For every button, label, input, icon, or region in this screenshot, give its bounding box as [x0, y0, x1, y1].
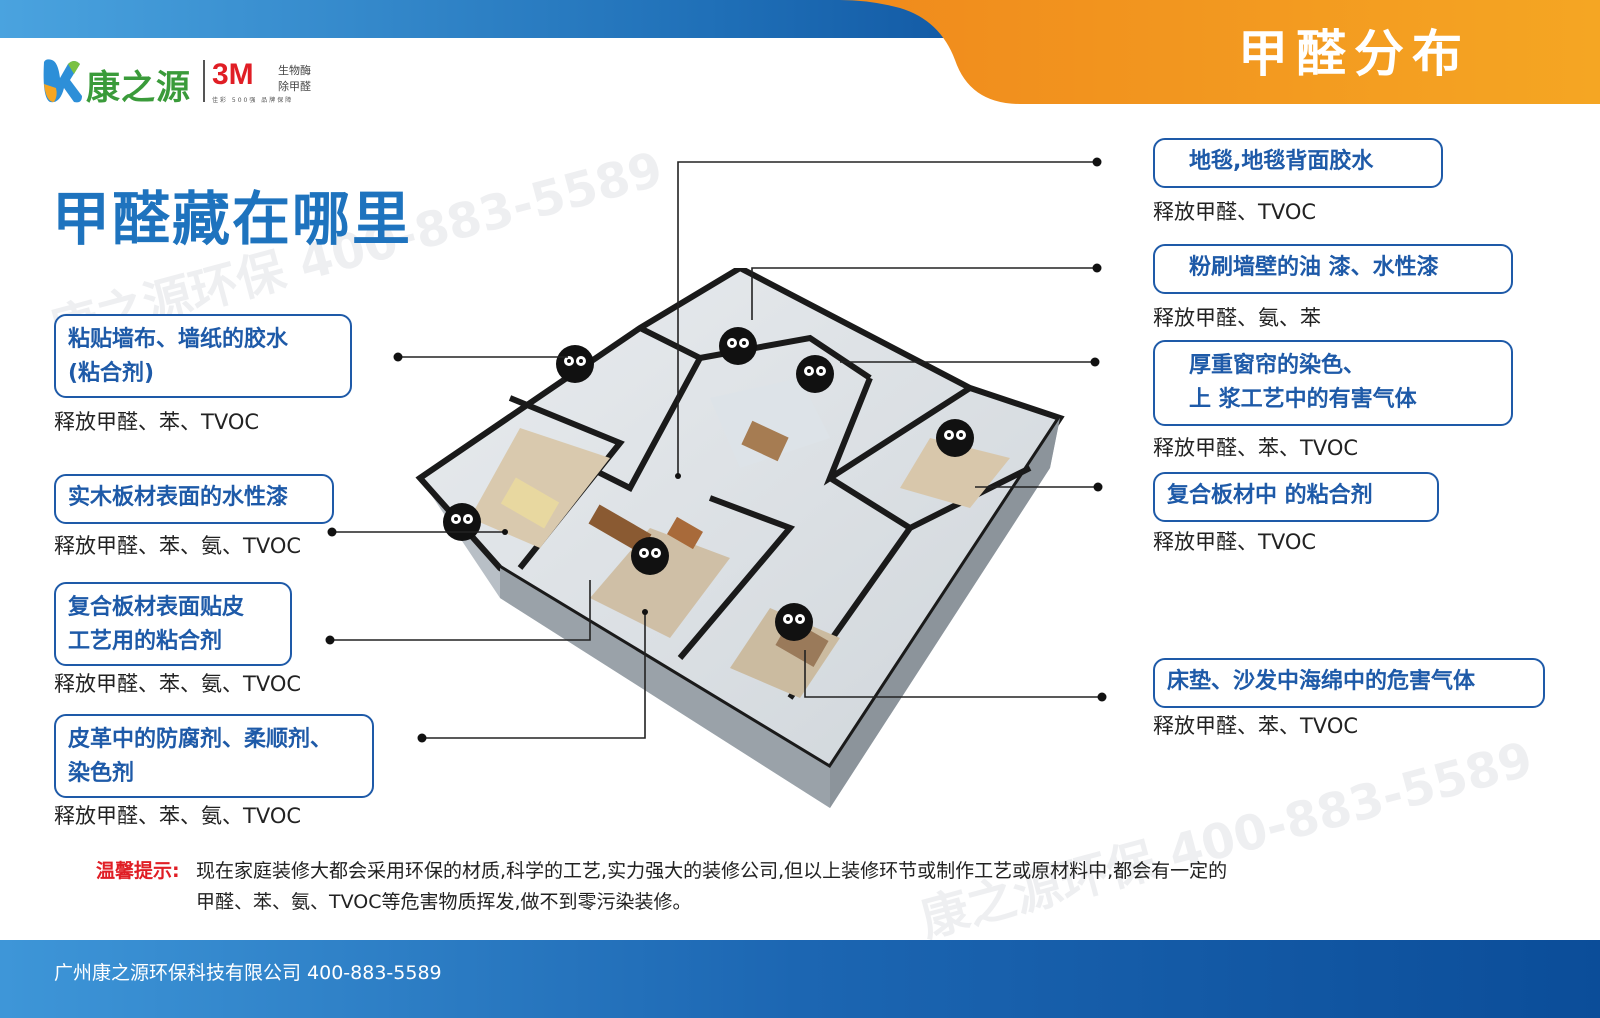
source-label: 粘贴墙布、墙纸的胶水: [68, 327, 289, 352]
source-box-wall-paint: 粉刷墙壁的油 漆、水性漆: [1153, 244, 1513, 294]
release-text: 释放甲醛、苯、氨、TVOC: [54, 672, 302, 696]
source-label: 实木板材表面的水性漆: [68, 485, 289, 510]
source-label: 皮革中的防腐剂、柔顺剂、: [68, 727, 333, 752]
release-text: 释放甲醛、苯、TVOC: [1153, 714, 1359, 738]
source-label: 上 浆工艺中的有害气体: [1189, 387, 1417, 412]
main-heading: 甲醛藏在哪里: [52, 185, 413, 253]
logo-divider: [203, 60, 205, 102]
logo-slogan: 佳彩 500强 品牌保障: [212, 97, 294, 104]
header-orange-panel: [840, 0, 1600, 104]
kangzhiyuan-logo-icon: [43, 59, 82, 103]
page-title: 甲醛分布: [1238, 25, 1470, 83]
tip-text-line-2: 甲醛、苯、氨、TVOC等危害物质挥发,做不到零污染装修。: [196, 891, 692, 913]
source-label: 复合板材表面贴皮: [68, 595, 245, 620]
release-text: 释放甲醛、TVOC: [1153, 200, 1317, 224]
source-label: 工艺用的粘合剂: [68, 629, 223, 654]
release-text: 释放甲醛、苯、氨、TVOC: [54, 534, 302, 558]
source-label: 地毯,地毯背面胶水: [1189, 149, 1374, 174]
source-label: (粘合剂): [68, 361, 155, 386]
source-label: 厚重窗帘的染色、: [1189, 353, 1366, 378]
release-text: 释放甲醛、苯、TVOC: [1153, 436, 1359, 460]
house-floorplan-illustration: [415, 268, 1065, 808]
source-label: 复合板材中 的粘合剂: [1167, 483, 1373, 508]
source-box-wood-paint: 实木板材表面的水性漆: [54, 474, 334, 524]
source-box-veneer-adhesive: 复合板材表面贴皮 工艺用的粘合剂: [54, 582, 292, 666]
logo-tagline-2: 除甲醛: [278, 80, 311, 93]
release-text: 释放甲醛、氨、苯: [1153, 306, 1321, 330]
brand-name: 康之源: [86, 68, 191, 108]
3m-logo: 3M: [212, 58, 254, 91]
release-text: 释放甲醛、TVOC: [1153, 530, 1317, 554]
source-box-leather-chemicals: 皮革中的防腐剂、柔顺剂、 染色剂: [54, 714, 374, 798]
source-box-foam-gas: 床垫、沙发中海绵中的危害气体: [1153, 658, 1545, 708]
source-label: 床垫、沙发中海绵中的危害气体: [1167, 669, 1476, 694]
source-box-wallpaper-glue: 粘贴墙布、墙纸的胶水 (粘合剂): [54, 314, 352, 398]
release-text: 释放甲醛、苯、氨、TVOC: [54, 804, 302, 828]
source-label: 染色剂: [68, 761, 135, 786]
source-label: 粉刷墙壁的油 漆、水性漆: [1189, 255, 1439, 280]
tip-text-line-1: 现在家庭装修大都会采用环保的材质,科学的工艺,实力强大的装修公司,但以上装修环节…: [196, 860, 1228, 882]
release-text: 释放甲醛、苯、TVOC: [54, 410, 260, 434]
source-box-composite-adhesive: 复合板材中 的粘合剂: [1153, 472, 1439, 522]
logo-tagline-1: 生物酶: [278, 64, 311, 77]
source-box-curtain-dye: 厚重窗帘的染色、 上 浆工艺中的有害气体: [1153, 340, 1513, 426]
footer-company: 广州康之源环保科技有限公司 400-883-5589: [54, 962, 442, 984]
footer-band: [0, 940, 1600, 1018]
tip-label: 温馨提示:: [96, 860, 180, 882]
source-box-carpet-glue: 地毯,地毯背面胶水: [1153, 138, 1443, 188]
